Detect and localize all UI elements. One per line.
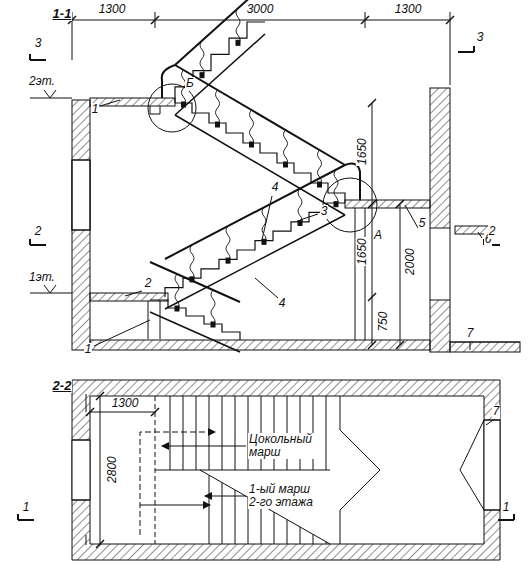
- plan-step: [287, 520, 288, 544]
- callout-number: 4: [271, 181, 280, 194]
- callout-number: 2: [144, 277, 153, 290]
- section-mark: 1: [22, 501, 31, 514]
- plan-step: [222, 396, 223, 470]
- section-mark: 3: [476, 31, 485, 44]
- baluster: [216, 90, 220, 126]
- plan-2-2: [18, 380, 514, 560]
- baluster: [334, 170, 338, 206]
- handrail-turn: [345, 164, 360, 200]
- dimension: 1300: [111, 397, 140, 410]
- stair-steps: [165, 203, 345, 297]
- baluster-foot: [211, 322, 215, 327]
- handrail-turn: [162, 65, 175, 98]
- level-mark: 2эт.: [28, 75, 56, 88]
- baluster-foot: [200, 73, 204, 78]
- detail-mark: Б: [185, 77, 195, 90]
- callout-number: 7: [492, 405, 501, 418]
- baluster-foot: [298, 221, 302, 226]
- plan-step: [170, 396, 171, 470]
- handrail: [150, 262, 240, 302]
- stair-slab: [175, 34, 265, 115]
- plan-step: [274, 512, 275, 544]
- baluster-foot: [175, 306, 179, 311]
- baluster: [200, 41, 204, 77]
- plan-step: [300, 527, 301, 544]
- plan-step: [326, 542, 327, 544]
- callout-number: 5: [418, 217, 427, 230]
- section-title: 2-2: [52, 379, 73, 393]
- baluster: [211, 290, 215, 326]
- baluster: [175, 274, 179, 310]
- baluster-foot: [216, 122, 220, 127]
- baluster-foot: [334, 202, 338, 207]
- dimension: 1300: [98, 3, 127, 16]
- plan-step: [313, 534, 314, 544]
- plan-step: [235, 396, 236, 470]
- dimension: 1650: [355, 238, 368, 267]
- baluster: [284, 130, 288, 166]
- baluster: [190, 245, 194, 281]
- plan-step: [326, 396, 327, 470]
- stair-steps: [150, 300, 240, 340]
- baluster: [250, 110, 254, 146]
- section-1-1: [30, 0, 520, 352]
- section-mark: 1: [502, 501, 511, 514]
- dimension: 2800: [105, 456, 118, 485]
- dimension: 3000: [246, 3, 275, 16]
- plan-step: [196, 396, 197, 470]
- baluster: [226, 226, 230, 262]
- baluster-foot: [236, 40, 240, 45]
- dimension: 2000: [403, 248, 416, 277]
- stair-slab: [175, 115, 345, 215]
- plan-step: [209, 396, 210, 470]
- section-mark: 2: [488, 225, 497, 238]
- plan-step: [222, 483, 223, 544]
- plan-step: [209, 475, 210, 544]
- detail-mark: А: [373, 229, 383, 242]
- stair-slab: [150, 312, 240, 352]
- baluster: [236, 8, 240, 44]
- baluster-foot: [226, 258, 230, 263]
- dimension: 1650: [355, 138, 368, 167]
- stair-slab: [165, 215, 345, 309]
- level-mark: 1эт.: [28, 271, 56, 284]
- baluster-foot: [284, 162, 288, 167]
- section-title: 1-1: [52, 7, 73, 21]
- stair-steps: [175, 22, 265, 103]
- plan-step: [183, 396, 184, 470]
- callout-number: 3: [320, 205, 329, 218]
- baluster-foot: [250, 142, 254, 147]
- baluster-foot: [190, 277, 194, 282]
- callout-number: 1: [84, 343, 93, 356]
- baluster: [318, 150, 322, 186]
- flight-label: Цокольный марш: [248, 433, 324, 459]
- baluster-foot: [262, 239, 266, 244]
- callout-number: 4: [278, 297, 287, 310]
- section-mark: 3: [34, 37, 43, 50]
- section-mark: 2: [34, 225, 43, 238]
- callout-number: 7: [466, 327, 475, 340]
- flight-label: 1-ый марш 2-го этажа: [248, 483, 324, 509]
- dimension: 1300: [394, 3, 423, 16]
- dimension: 750: [377, 311, 390, 333]
- plan-step: [261, 505, 262, 544]
- baluster-foot: [318, 182, 322, 187]
- stair-steps: [175, 103, 345, 203]
- plan-step: [235, 490, 236, 544]
- callout-number: 1: [91, 103, 100, 116]
